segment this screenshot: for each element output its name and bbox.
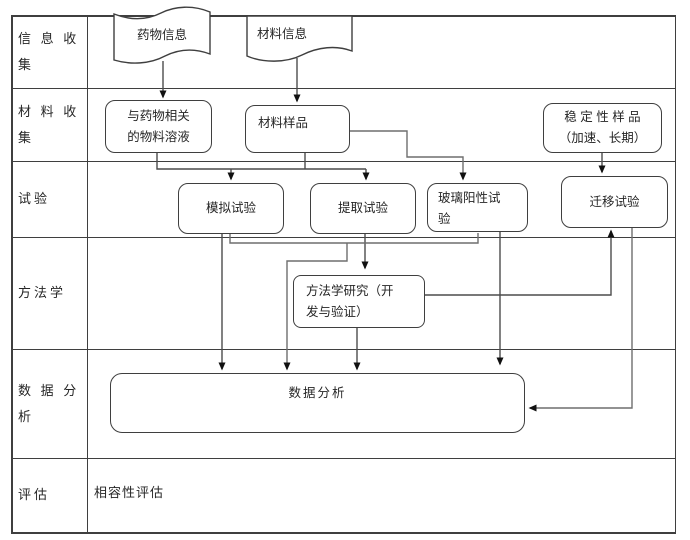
compatibility-evaluation-text: 相容性评估	[94, 485, 164, 501]
extraction-test-label: 提取试验	[337, 201, 388, 215]
compatibility-evaluation-label: 相容性评估	[94, 485, 165, 500]
drug-solution-label: 与药物相关 的物料溶液	[127, 108, 190, 144]
row-label-data-analysis: 数 据 分 析	[18, 382, 80, 424]
drug-info-tape-shape	[113, 6, 211, 64]
node-simulation-test: 模拟试验	[178, 183, 284, 234]
row-label-methodology: 方法学	[18, 285, 67, 300]
node-drug-solution: 与药物相关 的物料溶液	[105, 100, 212, 153]
material-info-document-shape	[246, 15, 353, 62]
table-row-divider-4	[11, 349, 676, 351]
connector-test-bus	[229, 233, 479, 244]
stability-sample-label: 稳 定 性 样 品 （加速、长期）	[558, 110, 647, 145]
table-row-divider-2	[11, 161, 676, 163]
material-info-label: 材料信息	[257, 27, 308, 41]
table-row-divider-3	[11, 237, 676, 239]
drug-info-label: 药物信息	[136, 28, 187, 42]
node-glass-positive-test: 玻璃阳性试 验	[427, 183, 528, 232]
migration-test-label: 迁移试验	[589, 194, 640, 209]
data-analysis-label: 数据分析	[288, 386, 347, 400]
row-label-material-collection: 材 料 收 集	[18, 103, 80, 145]
connector-migration-to-data-analysis	[528, 228, 633, 412]
node-stability-sample: 稳 定 性 样 品 （加速、长期）	[543, 103, 662, 153]
node-extraction-test: 提取试验	[310, 183, 416, 234]
table-row-divider-1	[11, 88, 676, 90]
glass-positive-test-label: 玻璃阳性试 验	[438, 191, 501, 226]
node-methodology-study: 方法学研究（开 发与验证）	[293, 275, 425, 328]
row-label-testing: 试验	[18, 191, 51, 206]
node-migration-test: 迁移试验	[561, 176, 668, 228]
table-row-divider-5	[11, 458, 676, 460]
node-material-sample: 材料样品	[245, 105, 350, 153]
table-border-left	[11, 15, 13, 533]
connector-test-bus-to-data-analysis	[283, 243, 348, 371]
connector-material-sample-to-glass	[350, 130, 467, 181]
connector-collect-bus	[156, 153, 366, 170]
node-data-analysis: 数据分析	[110, 373, 525, 433]
row-label-info-collection: 信 息 收 集	[18, 30, 80, 72]
table-border-right	[674, 15, 676, 533]
methodology-study-label: 方法学研究（开 发与验证）	[306, 284, 394, 319]
node-material-info: 材料信息	[247, 16, 352, 52]
table-column-divider	[87, 15, 89, 533]
simulation-test-label: 模拟试验	[205, 201, 256, 215]
connector-methodology-to-migration	[425, 229, 615, 296]
row-label-evaluation: 评估	[18, 487, 51, 502]
node-drug-info: 药物信息	[114, 14, 210, 56]
table-border-bottom	[11, 532, 676, 534]
material-sample-label: 材料样品	[258, 116, 309, 130]
